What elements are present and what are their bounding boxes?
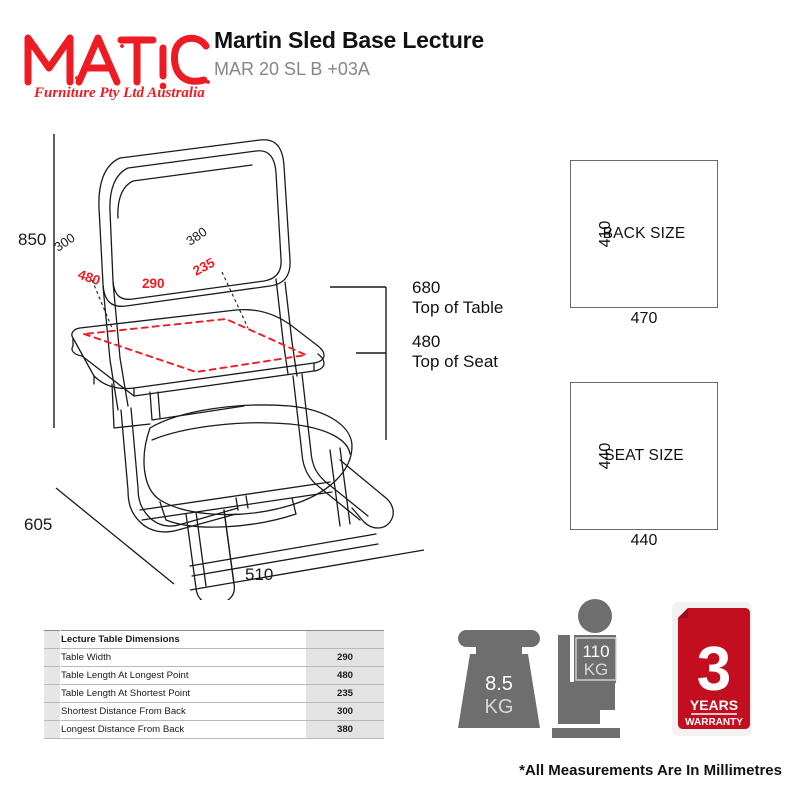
row-label: Shortest Distance From Back xyxy=(60,702,306,721)
table-row: Shortest Distance From Back 300 xyxy=(44,702,384,721)
tablet-dim-380: 380 xyxy=(183,224,209,249)
top-of-seat-label: Top of Seat xyxy=(412,352,499,371)
row-label: Longest Distance From Back xyxy=(60,720,306,739)
warranty-number: 3 xyxy=(697,635,731,704)
warranty-years-label: YEARS xyxy=(690,697,738,713)
product-code: MAR 20 SL B +03A xyxy=(214,59,370,79)
back-size-diagram: BACK SIZE 410 470 xyxy=(570,160,718,327)
row-label: Table Width xyxy=(60,648,306,667)
dim-height-850: 850 xyxy=(18,230,46,249)
chair-line-art-icon: 480 290 235 300 380 850 605 510 xyxy=(18,134,425,600)
title-block: Martin Sled Base Lecture MAR 20 SL B +03… xyxy=(214,26,614,81)
measurements-footnote: *All Measurements Are In Millimetres xyxy=(519,762,782,779)
page-header: Furniture Pty Ltd Australia Martin Sled … xyxy=(0,0,800,110)
top-of-seat-value: 480 xyxy=(412,332,441,351)
matic-logo-icon: Furniture Pty Ltd Australia xyxy=(24,34,210,100)
row-value: 380 xyxy=(306,720,384,739)
dim-width-510: 510 xyxy=(245,565,273,584)
seat-size-box: SEAT SIZE xyxy=(570,382,718,530)
table-header-row: Lecture Table Dimensions xyxy=(44,630,384,649)
table-row: Table Width 290 xyxy=(44,648,384,667)
back-size-width: 470 xyxy=(630,310,658,327)
tablet-dim-480: 480 xyxy=(76,267,102,289)
spec-table-title: Lecture Table Dimensions xyxy=(60,630,306,649)
row-label: Table Length At Shortest Point xyxy=(60,684,306,703)
row-value: 235 xyxy=(306,684,384,703)
seat-size-width: 440 xyxy=(630,532,658,549)
header-value-cell xyxy=(306,630,384,649)
top-of-seat-callout: 480 Top of Seat xyxy=(412,332,498,372)
row-label: Table Length At Longest Point xyxy=(60,666,306,685)
warranty-badge-icon xyxy=(672,602,752,736)
weight-unit: KG xyxy=(485,696,514,718)
back-size-box: BACK SIZE xyxy=(570,160,718,308)
back-size-height: 410 xyxy=(532,160,680,308)
row-tick xyxy=(44,666,61,685)
tablet-measurement-outline xyxy=(83,318,310,373)
dim-depth-605: 605 xyxy=(24,515,52,534)
capacity-value: 110 xyxy=(582,642,609,661)
top-of-table-value: 680 xyxy=(412,278,441,297)
row-tick xyxy=(44,684,61,703)
seated-person-capacity-icon xyxy=(552,599,620,738)
row-value: 290 xyxy=(306,648,384,667)
table-row: Table Length At Shortest Point 235 xyxy=(44,684,384,703)
row-value: 300 xyxy=(306,702,384,721)
row-tick xyxy=(44,720,61,739)
seat-size-height: 440 xyxy=(532,382,680,530)
page-title: Martin Sled Base Lecture xyxy=(214,27,485,53)
back-size-label: BACK SIZE xyxy=(602,225,686,242)
icons-svg: 8.5 KG 110 KG 3 YEARS WARRANTY xyxy=(458,599,752,738)
seat-size-label: SEAT SIZE xyxy=(604,447,684,464)
logo-tagline: Furniture Pty Ltd Australia xyxy=(33,85,205,100)
tablet-dim-290: 290 xyxy=(142,276,165,291)
table-row: Table Length At Longest Point 480 xyxy=(44,666,384,685)
weight-scale-icon xyxy=(458,630,540,728)
row-tick xyxy=(44,648,61,667)
tablet-dim-235: 235 xyxy=(190,255,217,279)
row-tick xyxy=(44,630,61,649)
weight-value: 8.5 xyxy=(485,673,513,695)
seat-size-diagram: SEAT SIZE 440 440 xyxy=(570,382,718,549)
table-row: Longest Distance From Back 380 xyxy=(44,720,384,739)
top-of-table-callout: 680 Top of Table xyxy=(412,278,503,318)
seat-size-height-value: 440 xyxy=(597,442,614,470)
lecture-table-dimensions-table: Lecture Table Dimensions Table Width 290… xyxy=(44,630,384,739)
warranty-warranty-label: WARRANTY xyxy=(685,717,743,728)
back-size-height-value: 410 xyxy=(597,220,614,248)
top-of-table-label: Top of Table xyxy=(412,298,504,317)
matic-logo: Furniture Pty Ltd Australia xyxy=(22,20,212,100)
icon-row: 8.5 KG 110 KG 3 YEARS WARRANTY xyxy=(440,598,780,743)
capacity-unit: KG xyxy=(584,660,609,679)
chair-technical-drawing: 480 290 235 300 380 850 605 510 xyxy=(0,110,540,600)
row-tick xyxy=(44,702,61,721)
row-value: 480 xyxy=(306,666,384,685)
tablet-dim-300: 300 xyxy=(51,230,77,255)
